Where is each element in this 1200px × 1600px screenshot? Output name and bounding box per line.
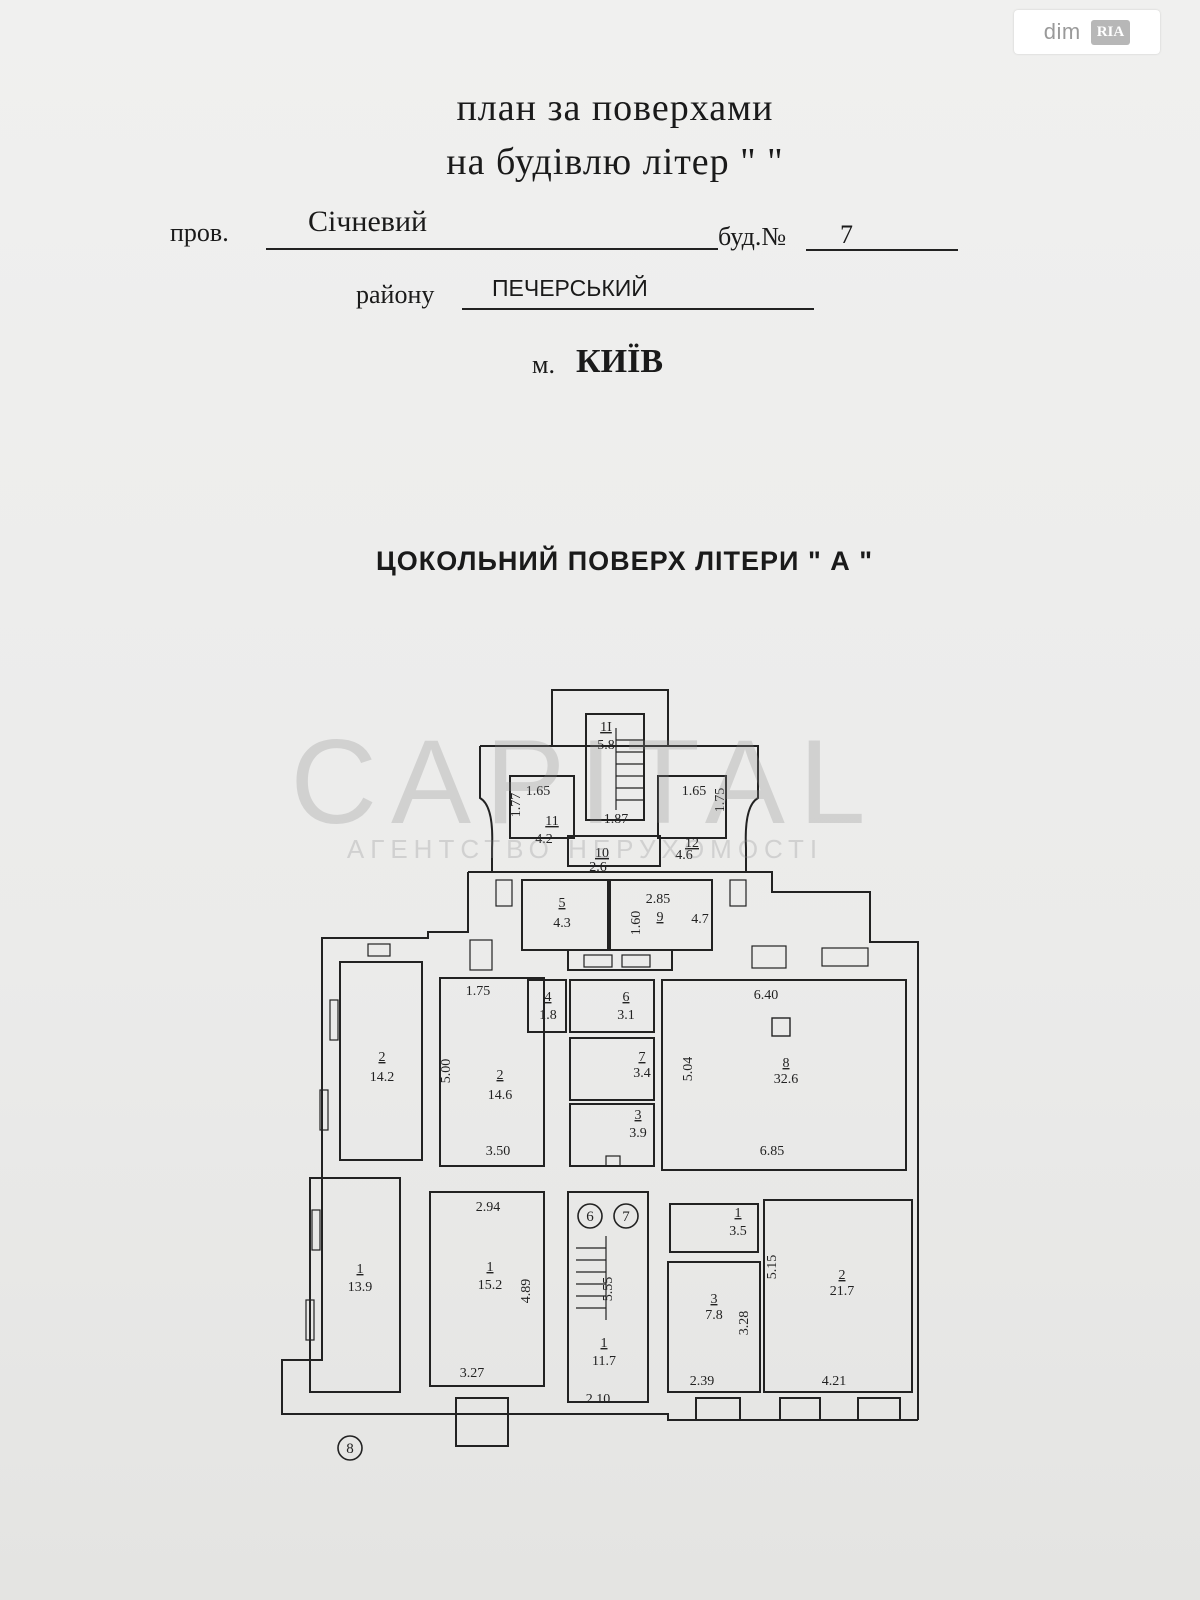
plan-label-dim: 3.50 [486, 1144, 511, 1159]
plan-label-room-num: 1 [487, 1260, 494, 1275]
plan-label-dim: 2.10 [586, 1392, 611, 1407]
plan-label-room-num: 11 [545, 814, 558, 829]
plan-label-area: 2.6 [589, 860, 607, 875]
plan-label-room-num: 2 [497, 1068, 504, 1083]
plan-label-room-num: 2 [839, 1268, 846, 1283]
plan-label-area: 3.9 [629, 1126, 647, 1141]
plan-label-dim: 1.60 [629, 911, 644, 936]
plan-title-line2: на будівлю літер " " [446, 141, 784, 183]
plan-label-dim: 5.04 [681, 1057, 696, 1082]
plan-label-area: 4.3 [553, 916, 571, 931]
house-value: 7 [840, 220, 853, 249]
logo-ria-mark: RIA [1090, 19, 1131, 45]
dim-ria-logo[interactable]: dim RIA [1014, 10, 1160, 54]
city-value: КИЇВ [576, 343, 664, 380]
plan-label-room-num: 4 [545, 990, 552, 1005]
plan-label-room-num: 5 [559, 896, 566, 911]
plan-circle-marker [337, 1435, 363, 1461]
plan-label-room-num: 2 [379, 1050, 386, 1065]
plan-label-area: 14.6 [488, 1088, 513, 1103]
plan-circle-marker [613, 1203, 639, 1229]
plan-label-area: 3.4 [633, 1066, 651, 1081]
plan-label-area: 5.8 [597, 738, 615, 753]
plan-label-room-num: 1I [600, 720, 612, 735]
plan-label-area: 15.2 [478, 1278, 503, 1293]
plan-label-room-num: 10 [595, 846, 609, 861]
street-value: Січневий [308, 205, 428, 238]
street-label: пров. [170, 218, 229, 247]
plan-label-dim: 2.94 [476, 1200, 501, 1215]
plan-label-area: 32.6 [774, 1072, 799, 1087]
plan-label-dim: 5.00 [439, 1059, 454, 1084]
plan-label-area: 3.5 [729, 1224, 747, 1239]
logo-dim-text: dim [1043, 19, 1081, 44]
plan-label-area: 21.7 [830, 1284, 855, 1299]
plan-label-area: 1.8 [539, 1008, 557, 1023]
plan-label-dim: 3.27 [460, 1366, 485, 1381]
plan-label-dim: 1.87 [604, 812, 629, 827]
street-underline [266, 248, 718, 250]
plan-label-room-num: 12 [685, 836, 699, 851]
floor-title: ЦОКОЛЬНИЙ ПОВЕРХ ЛІТЕРИ " А " [376, 546, 874, 576]
plan-label-dim: 2.39 [690, 1374, 715, 1389]
plan-label-dim: 2.85 [646, 892, 671, 907]
plan-label-room-num: 3 [635, 1108, 642, 1123]
district-underline [462, 308, 814, 310]
plan-label-dim: 5.55 [601, 1277, 616, 1302]
plan-label-dim: 1.65 [682, 784, 707, 799]
district-value: ПЕЧЕРСЬКИЙ [492, 275, 648, 301]
plan-label-area: 3.1 [617, 1008, 635, 1023]
plan-label-dim: 1.75 [713, 788, 728, 813]
plan-label-room-num: 1 [357, 1262, 364, 1277]
plan-label-dim: 1.75 [466, 984, 491, 999]
plan-label-dim: 1.65 [526, 784, 551, 799]
house-underline [806, 249, 958, 251]
plan-label-area: 4.7 [691, 912, 709, 927]
city-label: м. [532, 350, 555, 379]
plan-label-room-num: 9 [657, 910, 664, 925]
plan-label-dim: 4.89 [519, 1279, 534, 1304]
district-label: району [356, 280, 435, 309]
plan-label-area: 4.6 [675, 848, 693, 863]
plan-label-dim: 4.21 [822, 1374, 847, 1389]
plan-label-area: 4.2 [535, 832, 553, 847]
plan-walls [281, 689, 919, 1447]
plan-label-room-num: 1 [601, 1336, 608, 1351]
plan-label-dim: 6.85 [760, 1144, 785, 1159]
plan-label-room-num: 1 [735, 1206, 742, 1221]
plan-label-room-num: 3 [711, 1292, 718, 1307]
plan-label-area: 11.7 [592, 1354, 616, 1369]
plan-circle-marker [577, 1203, 603, 1229]
house-label: буд.№ [718, 222, 787, 251]
plan-label-circle: 6 [586, 1209, 594, 1225]
plan-label-area: 13.9 [348, 1280, 373, 1295]
plan-label-room-num: 7 [639, 1050, 646, 1065]
plan-label-dim: 1.77 [509, 793, 524, 818]
plan-label-room-num: 8 [783, 1056, 790, 1071]
plan-label-dim: 3.28 [737, 1311, 752, 1336]
plan-title-line1: план за поверхами [456, 87, 774, 129]
plan-label-room-num: 6 [623, 990, 630, 1005]
plan-label-circle: 8 [346, 1441, 354, 1457]
plan-label-area: 7.8 [705, 1308, 723, 1323]
plan-label-dim: 5.15 [765, 1255, 780, 1280]
plan-label-circle: 7 [622, 1209, 630, 1225]
plan-label-area: 14.2 [370, 1070, 395, 1085]
plan-label-dim: 6.40 [754, 988, 779, 1003]
